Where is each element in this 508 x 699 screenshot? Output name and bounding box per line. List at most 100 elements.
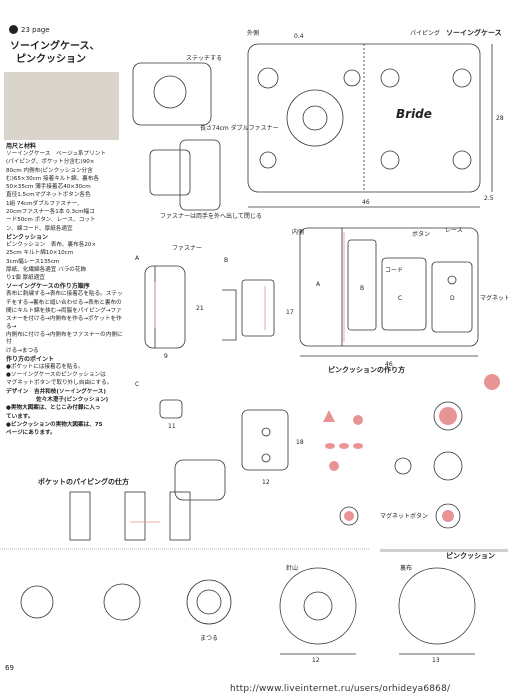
steps-heading: ソーイングケースの作り方順序 bbox=[6, 283, 90, 291]
part-label-a-inside: A bbox=[316, 281, 321, 288]
dim-21: 21 bbox=[196, 305, 204, 312]
source-url[interactable]: http://www.liveinternet.ru/users/orhidey… bbox=[230, 684, 451, 694]
pincushion-line: 厚紙、化繊綿各適宜 バラの花飾 bbox=[6, 266, 87, 273]
part-b bbox=[241, 279, 275, 337]
label-fastener-note: ファスナーは両手を外へ出して閉じる bbox=[160, 212, 262, 220]
materials-line: 80cm 内側布(ピンクッション分含 bbox=[6, 167, 93, 174]
pincushion-rose bbox=[484, 374, 500, 390]
dim-17: 17 bbox=[286, 309, 294, 316]
points-heading: 作り方のポイント bbox=[6, 355, 55, 363]
dim-46-inside: 46 bbox=[385, 361, 393, 368]
part-a bbox=[144, 265, 186, 349]
label-needle-mount: 針山 bbox=[286, 564, 298, 572]
pincushion-line: 25cm キルト綿10×10cm bbox=[6, 250, 74, 257]
materials-line: 20cmファスナー各1本 0.3cm幅コ bbox=[6, 209, 95, 216]
label-cord: コード bbox=[385, 267, 403, 274]
back-cloth-pattern bbox=[398, 567, 476, 645]
inside-pocket-b bbox=[347, 239, 377, 331]
instructions-column: 用尺と材料 ソーイングケース ベージュ系プリント (パイピング、ポケット分含む)… bbox=[6, 142, 127, 439]
part-label-c-inside: C bbox=[398, 295, 402, 302]
dim-18: 18 bbox=[296, 439, 304, 446]
part-label-c: C bbox=[135, 381, 139, 388]
dim-13-bottom: 13 bbox=[432, 657, 440, 664]
piping-step-3 bbox=[169, 491, 191, 541]
page-title: ソーイングケース、 ピンクッション bbox=[10, 40, 115, 66]
dim-9-a: 9 bbox=[164, 353, 168, 360]
inside-panel bbox=[299, 227, 479, 347]
case-flower-sketch bbox=[153, 75, 187, 109]
points-line: マグネットボタンで取り外し自由にする。 bbox=[6, 380, 113, 387]
page-bullet-icon bbox=[9, 25, 18, 34]
needle-mount-pattern bbox=[279, 567, 357, 645]
steps-line: ける→まつる bbox=[6, 347, 39, 354]
piping-step-2 bbox=[124, 491, 146, 541]
part-c-pocket bbox=[174, 459, 226, 501]
label-sew-up: まつる bbox=[200, 635, 218, 642]
label-lace: レース bbox=[445, 227, 463, 234]
part-c bbox=[241, 409, 289, 471]
page-reference: 23 page bbox=[6, 19, 126, 34]
part-b-side bbox=[222, 289, 237, 341]
inner-sketch-2 bbox=[179, 139, 221, 211]
pincushion-materials-heading: ピンクッション bbox=[6, 233, 49, 241]
pincushion-line: ピンクッション 表布、裏布各20× bbox=[6, 241, 97, 248]
title-line-1: ソーイングケース、 bbox=[10, 41, 100, 52]
product-photo bbox=[4, 72, 119, 140]
pincushion-line: 3cm幅レース135cm bbox=[6, 258, 60, 265]
dim-28: 28 bbox=[496, 115, 504, 122]
title-line-2: ピンクッション bbox=[16, 54, 86, 65]
materials-line: 1組 74cmダブルファスナー、 bbox=[6, 200, 83, 207]
part-label-b-inside: B bbox=[360, 285, 364, 292]
cushion-step-a bbox=[20, 585, 54, 619]
petal-shape bbox=[323, 410, 335, 422]
script-word: Bride bbox=[396, 107, 432, 121]
page-number: 69 bbox=[5, 664, 14, 672]
part-label-d-inside: D bbox=[450, 295, 455, 302]
page-ref-text: 23 page bbox=[21, 25, 50, 34]
points-line: ●ソーイングケースのピンクッションは bbox=[6, 372, 106, 379]
materials-line: ソーイングケース ベージュ系プリント bbox=[6, 151, 106, 157]
dim-12-bottom: 12 bbox=[312, 657, 320, 664]
materials-line: 50×35cm 薄手接着芯40×30cm bbox=[6, 184, 91, 191]
note-line: ●実物大図案は、とじこみ付録に入っ bbox=[6, 405, 101, 412]
steps-line: 内側布に付ける→内側布をファスナーの内側に付 bbox=[6, 331, 123, 346]
design-line: 佐々木澄子(ピンクッション) bbox=[36, 397, 109, 404]
label-stitch: ステッチする bbox=[186, 55, 222, 62]
inner-sketch bbox=[149, 149, 191, 196]
label-sewing-case: ソーイングケース bbox=[446, 28, 502, 37]
steps-line: 間にキルト綿を挟む→両脇をパイピング→ファ bbox=[6, 308, 122, 315]
part-c-small bbox=[159, 399, 183, 419]
dim-11: 11 bbox=[168, 423, 176, 430]
steps-line: 表布に刺繍する→表布に接着芯を貼る。ステッ bbox=[6, 291, 123, 298]
pincushion-step-circle bbox=[433, 401, 463, 431]
label-zipper-note: 長さ74cm ダブルファスナー bbox=[200, 124, 279, 132]
materials-line: 直径1.5cmマグネットボタン各色 bbox=[6, 192, 91, 199]
note-line: ています。 bbox=[6, 413, 34, 420]
steps-line: チをする→裏布と縫い合わせる→表布と裏布の bbox=[6, 299, 122, 306]
materials-line: ード50cm ボタン、レース、コット bbox=[6, 217, 96, 224]
points-line: ●ポケットには接着芯を貼る。 bbox=[6, 363, 84, 370]
sunflower-motif bbox=[286, 89, 344, 147]
cushion-step-c bbox=[186, 579, 232, 625]
dim-12: 12 bbox=[262, 479, 270, 486]
inside-pocket-d bbox=[431, 261, 473, 333]
inside-pocket-c bbox=[381, 257, 427, 331]
design-line: デザイン 吉井和枝(ソーイングケース) bbox=[6, 388, 106, 395]
part-label-b: B bbox=[224, 257, 228, 264]
label-button: ボタン bbox=[412, 230, 430, 238]
label-inside: 内側 bbox=[292, 228, 304, 236]
label-magnet: マグネットボタン bbox=[480, 294, 508, 302]
label-magnet-2: マグネットボタン bbox=[380, 512, 428, 520]
piping-step-1 bbox=[69, 491, 91, 541]
label-pocket-piping: ポケットのパイピングの仕方 bbox=[38, 477, 129, 486]
materials-heading: 用尺と材料 bbox=[6, 143, 37, 150]
label-outside: 外側 bbox=[247, 29, 259, 37]
note-line: ●ピンクッションの実物大図案は、75 bbox=[6, 421, 103, 428]
label-piping: パイピング bbox=[410, 29, 440, 37]
dim-46-top: 46 bbox=[362, 199, 370, 206]
label-pincushion: ピンクッション bbox=[446, 551, 495, 560]
part-label-a: A bbox=[135, 255, 140, 262]
label-back-cloth: 裏布 bbox=[400, 564, 412, 572]
steps-line: スナーを付ける→内側布を作る→ポケットを作る→ bbox=[6, 316, 122, 330]
